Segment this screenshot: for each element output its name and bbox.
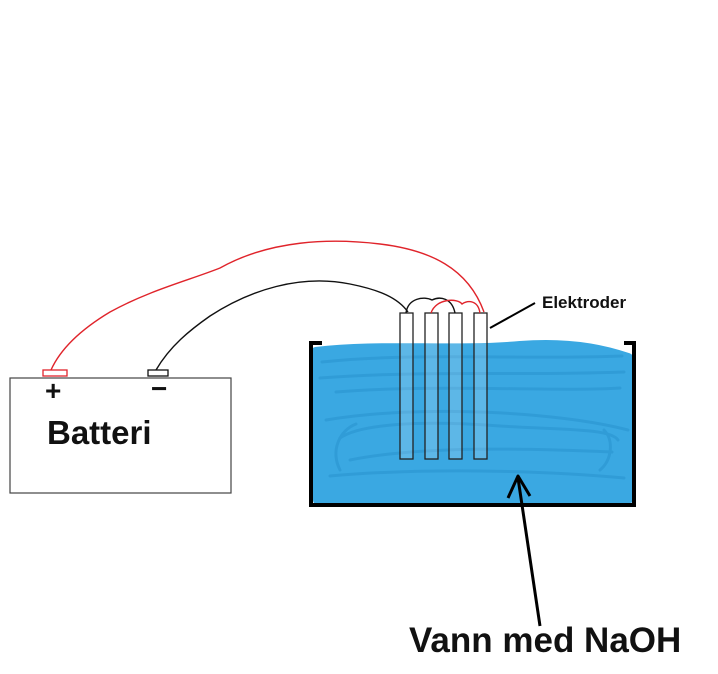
minus-label: − <box>151 373 167 404</box>
solution-arrow <box>506 474 542 627</box>
battery-label: Batteri <box>47 414 152 451</box>
negative-wire <box>155 280 409 371</box>
tank <box>309 341 636 507</box>
positive-wire <box>50 240 485 371</box>
electrode-4 <box>473 312 488 460</box>
electrode-3 <box>448 312 463 460</box>
battery-body <box>9 377 232 494</box>
jumper-wire-black <box>405 297 456 314</box>
solution-label: Vann med NaOH <box>409 621 681 660</box>
electrodes-label: Elektroder <box>542 293 626 312</box>
water-fill <box>311 339 635 505</box>
jumper-wire-red <box>430 299 481 314</box>
electrodes-pointer <box>489 302 536 329</box>
electrode-2 <box>424 312 439 460</box>
negative-terminal <box>147 369 169 377</box>
plus-label: + <box>45 375 61 406</box>
positive-terminal <box>42 369 68 377</box>
electrodes <box>399 312 488 460</box>
electrode-1 <box>399 312 414 460</box>
